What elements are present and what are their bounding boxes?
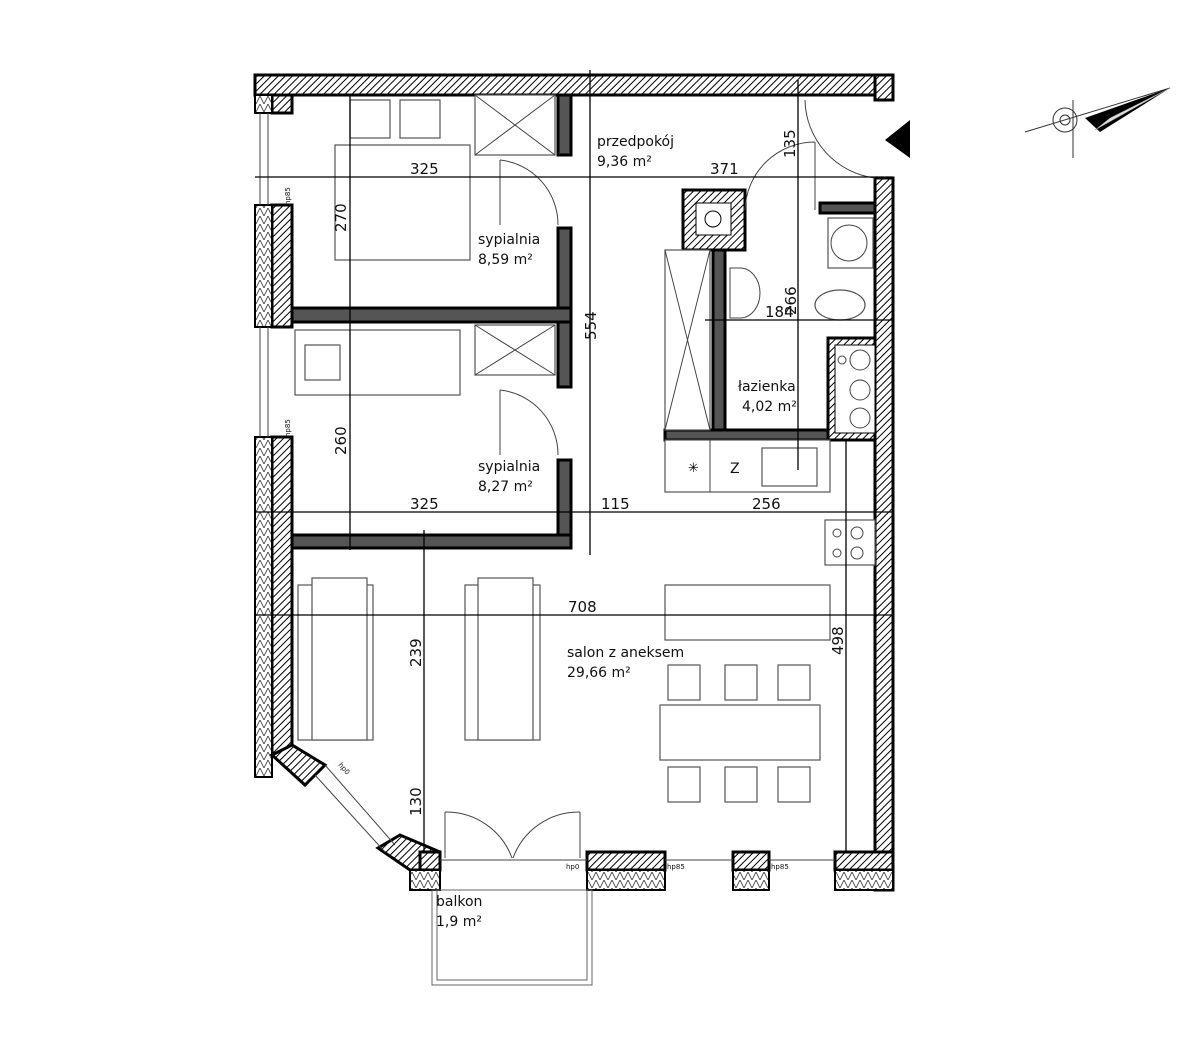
- dim-hall-depth: 135: [781, 129, 799, 158]
- room-labels: przedpokój 9,36 m² sypialnia 8,59 m² syp…: [436, 134, 797, 930]
- interior-walls: [290, 93, 877, 550]
- dim-bed1-height: 270: [332, 203, 350, 232]
- dimension-labels: 325 270 371 135 554 266 184 260 325 115 …: [332, 129, 847, 816]
- dim-kitchen-width: 256: [752, 495, 781, 513]
- bedroom2-name: sypialnia: [478, 459, 540, 475]
- dim-bed1-width: 325: [410, 160, 439, 178]
- dim-sofa-depth: 239: [407, 638, 425, 667]
- living-name: salon z aneksem: [567, 645, 684, 661]
- balcony-name: balkon: [436, 894, 482, 910]
- balcony-area: 1,9 m²: [436, 914, 482, 930]
- window-label: hp0: [336, 761, 351, 776]
- bedroom1-name: sypialnia: [478, 232, 540, 248]
- dim-corridor-height: 554: [582, 311, 600, 340]
- hall-name: przedpokój: [597, 134, 674, 150]
- window-label: hp85: [771, 863, 789, 871]
- dim-bath-height: 266: [782, 286, 800, 315]
- freezer-icon: ✳: [688, 461, 699, 476]
- dim-living-width: 708: [568, 598, 597, 616]
- dim-bed2-height: 260: [332, 426, 350, 455]
- doors: [444, 99, 876, 859]
- hall-area: 9,36 m²: [597, 154, 652, 170]
- bedroom1-area: 8,59 m²: [478, 252, 533, 268]
- dim-living-height: 498: [829, 626, 847, 655]
- furniture: ✳ Z: [294, 94, 876, 803]
- window-label: hp0: [566, 863, 579, 871]
- living-area: 29,66 m²: [567, 665, 631, 681]
- dim-bath-width: 184: [765, 303, 794, 321]
- dimension-lines: [255, 70, 893, 852]
- balcony: [431, 889, 593, 986]
- bedroom2-area: 8,27 m²: [478, 479, 533, 495]
- dim-bay-depth: 130: [407, 787, 425, 816]
- compass-icon: [1024, 87, 1171, 158]
- bathroom-name: łazienka: [738, 379, 796, 395]
- dim-gap: 115: [601, 495, 630, 513]
- dim-bed2-width: 325: [410, 495, 439, 513]
- window-label: hp85: [667, 863, 685, 871]
- window-label: hp85: [284, 187, 292, 205]
- dim-hall-width: 371: [710, 160, 739, 178]
- window-label: hp85: [284, 419, 292, 437]
- fridge-label: Z: [730, 461, 740, 477]
- entrance-arrow-icon: [885, 120, 910, 158]
- bathroom-area: 4,02 m²: [742, 399, 797, 415]
